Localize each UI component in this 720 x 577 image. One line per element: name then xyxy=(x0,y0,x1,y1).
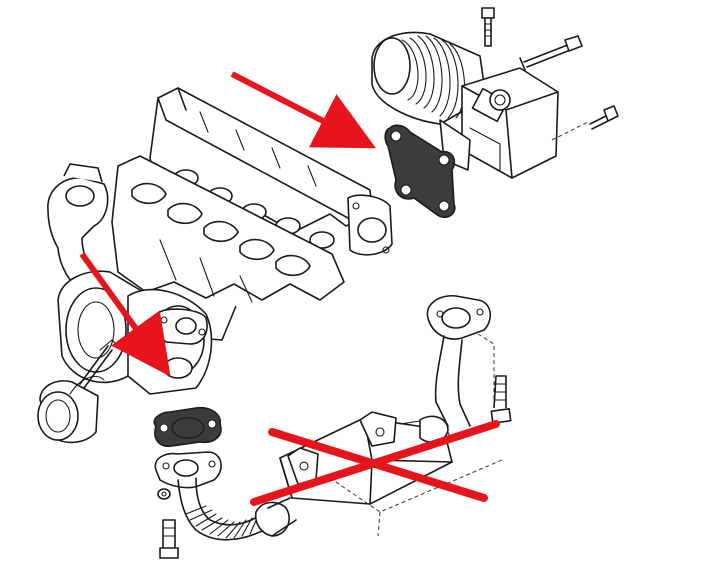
egr-valve-side-bolt xyxy=(589,105,619,130)
egr-valve xyxy=(371,7,619,179)
exhaust-ports xyxy=(131,182,311,277)
red-arrow-turbo-gasket xyxy=(79,252,171,377)
egr-valve-stud xyxy=(519,35,583,71)
small-nut xyxy=(157,488,171,500)
flex-bellows xyxy=(185,505,259,539)
turbo-flange-gasket xyxy=(153,406,222,448)
egr-valve-ribs xyxy=(401,35,466,119)
red-arrow-egr-gasket xyxy=(230,71,376,149)
red-cross-mark xyxy=(250,420,500,506)
egr-cooler-pipe xyxy=(154,294,512,559)
cooler-bolt xyxy=(490,375,512,424)
egr-valve-top-bolt xyxy=(481,7,495,47)
small-bolt xyxy=(159,519,179,559)
egr-gasket xyxy=(384,124,456,219)
wastegate-actuator xyxy=(37,339,121,444)
